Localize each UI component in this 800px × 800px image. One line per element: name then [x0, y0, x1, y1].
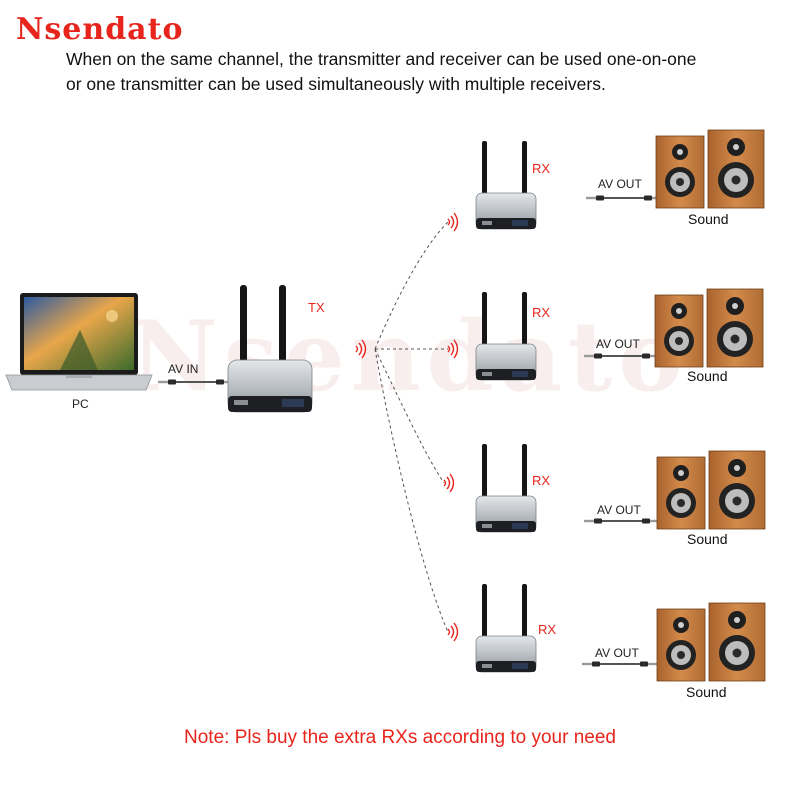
av-out-label-2: AV OUT [596, 337, 640, 351]
receiver-device-4 [475, 583, 537, 673]
intro-text: When on the same channel, the transmitte… [66, 47, 696, 97]
speaker-pair-1 [655, 129, 765, 209]
rx4-signal-icon [447, 622, 459, 642]
av-out-cable-1 [586, 195, 662, 201]
receiver-device-2 [475, 291, 537, 381]
intro-line-2: or one transmitter can be used simultane… [66, 74, 606, 94]
note-text: Note: Pls buy the extra RXs according to… [184, 727, 616, 748]
brand-logo: Nsendato [16, 12, 184, 47]
av-out-label-3: AV OUT [597, 503, 641, 517]
sound-label-1: Sound [688, 211, 729, 227]
rx3-label: RX [532, 473, 551, 488]
receiver-device-1 [475, 140, 537, 230]
tx-signal-icon [355, 339, 367, 359]
transmitter-device [227, 285, 313, 413]
av-out-cable-4 [582, 661, 658, 667]
speaker-pair-3 [656, 450, 766, 530]
speaker-pair-2 [654, 288, 764, 368]
av-out-cable-2 [584, 353, 660, 359]
sound-label-2: Sound [687, 368, 728, 384]
av-out-cable-3 [584, 518, 660, 524]
av-in-label: AV IN [168, 362, 199, 376]
wireless-links [374, 221, 449, 633]
sound-label-3: Sound [687, 531, 728, 547]
av-in-cable [158, 379, 234, 385]
receiver-device-3 [475, 443, 537, 533]
rx2-signal-icon [447, 339, 459, 359]
pc-label: PC [72, 397, 89, 411]
rx2-label: RX [532, 305, 551, 320]
av-out-label-1: AV OUT [598, 177, 642, 191]
av-out-label-4: AV OUT [595, 646, 639, 660]
laptop-image [5, 293, 153, 391]
speaker-pair-4 [656, 602, 766, 682]
rx1-label: RX [532, 161, 551, 176]
tx-label: TX [308, 300, 325, 315]
rx4-label: RX [538, 622, 557, 637]
rx3-signal-icon [443, 473, 455, 493]
sound-label-4: Sound [686, 684, 727, 700]
intro-line-1: When on the same channel, the transmitte… [66, 49, 697, 69]
rx1-signal-icon [447, 212, 459, 232]
